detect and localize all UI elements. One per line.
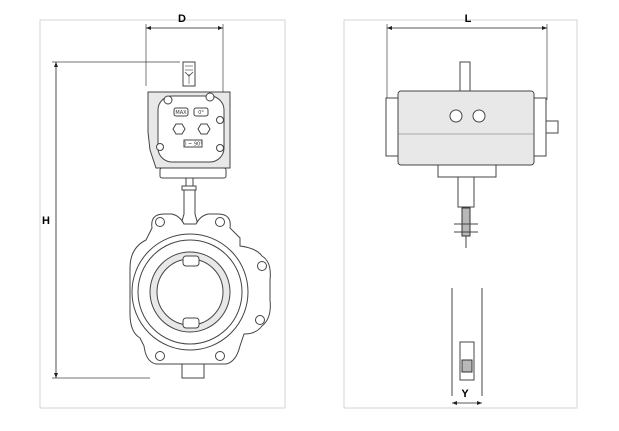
bolt-icon [156, 143, 164, 151]
bolt-icon [163, 95, 173, 105]
port-icon [449, 109, 463, 123]
actuator-stem [182, 61, 196, 87]
dimension-y: Y [452, 388, 482, 405]
bolt-hole-icon [155, 351, 165, 361]
side-neck [454, 176, 478, 248]
scale-label: 0 ~ 90° [183, 142, 203, 148]
dimension-l: L [386, 13, 548, 100]
port-icon [472, 109, 486, 123]
bolt-hole-icon [155, 217, 165, 227]
bolt-hole-icon [215, 217, 225, 227]
max-indicator-label: MAX [175, 110, 187, 116]
dimension-h: H [42, 61, 180, 379]
side-lower-body [451, 288, 483, 396]
side-view-panel: L [343, 13, 578, 409]
nut-icon [172, 123, 186, 135]
actuator-body: MAX 0° 0 ~ 90° [147, 91, 231, 179]
dimension-y-label: Y [461, 388, 469, 400]
bolt-icon [205, 92, 215, 102]
bolt-hole-icon [215, 351, 225, 361]
zero-indicator-label: 0° [198, 110, 204, 116]
bolt-hole-icon [257, 261, 267, 271]
limit-screw-icon [545, 120, 559, 134]
bolt-hole-icon [255, 315, 265, 325]
nut-icon [197, 123, 211, 135]
actuator-cylinder [385, 61, 559, 178]
dimension-l-label: L [465, 13, 472, 25]
bolt-icon [216, 144, 224, 152]
front-view-panel: D H MAX [39, 13, 286, 409]
bolt-icon [216, 116, 224, 124]
dimension-h-label: H [42, 215, 50, 227]
dimension-d-label: D [178, 13, 186, 25]
valve-body [129, 213, 271, 379]
